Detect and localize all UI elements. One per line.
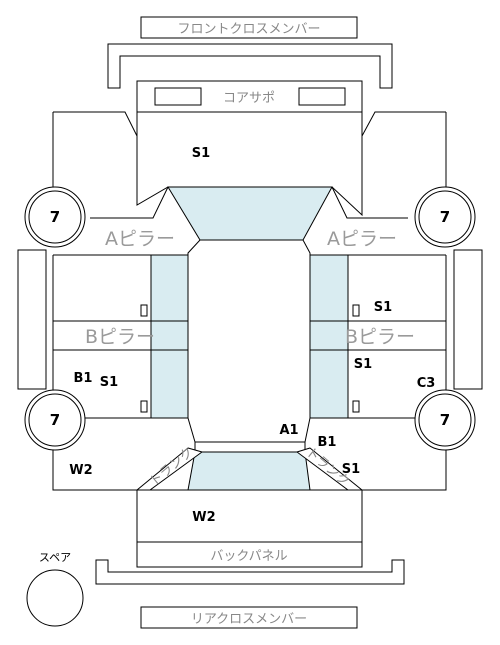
right-rear-window [309,349,349,419]
code-s1-right-front: S1 [374,300,392,315]
left-rear-window [150,349,189,419]
wheel-rear-right: 7 [414,389,476,451]
front-cross-member: フロントクロスメンバー [140,16,358,39]
code-a1: A1 [279,423,298,438]
door-handle-lf [140,304,148,317]
code-w2-left: W2 [69,463,92,478]
wheel-front-right-value: 7 [440,208,450,226]
code-b1-left: B1 [74,371,93,386]
wheel-front-right: 7 [414,186,476,248]
left-side-sill [17,249,47,390]
left-front-window [150,254,189,322]
code-s1-left-rear: S1 [100,375,118,390]
wheel-rear-right-value: 7 [440,411,450,429]
door-handle-lr [140,400,148,413]
code-s1-hood: S1 [192,146,210,161]
front-bumper [107,43,393,89]
rear-bumper [95,559,405,585]
spare-label: スペア [39,551,71,564]
a-pillar-left-label: Aピラー [105,228,175,250]
wheel-front-left-value: 7 [50,208,60,226]
rear-window [187,451,311,491]
back-panel: バックパネル [136,541,363,568]
right-front-window [309,254,349,322]
door-handle-rr [352,400,360,413]
b-pillar-right-label: Bピラー [345,326,415,348]
right-side-sill [453,249,483,390]
code-b1-right: B1 [318,435,337,450]
code-s1-right-quarter: S1 [342,462,360,477]
spare-tire: スペア [26,551,84,627]
code-s1-right-rear: S1 [354,357,372,372]
rear-cross-member-label: リアクロスメンバー [191,612,307,627]
wheel-front-left: 7 [24,186,86,248]
back-panel-label: バックパネル [210,549,287,564]
windshield [167,186,333,241]
right-headlight [298,87,346,106]
rear-cross-member: リアクロスメンバー [140,606,358,629]
a-pillar-right-label: Aピラー [327,228,397,250]
core-support-label: コアサポ [223,91,275,106]
code-c3-right: C3 [417,376,436,391]
wheel-rear-left-value: 7 [50,411,60,429]
left-headlight [154,87,202,106]
b-pillar-left-label: Bピラー [85,326,155,348]
front-cross-member-label: フロントクロスメンバー [177,22,320,37]
trunk-lid [136,489,363,543]
door-handle-rf [352,304,360,317]
wheel-rear-left: 7 [24,389,86,451]
code-w2-trunk: W2 [192,510,215,525]
hood-panel: コアサポ [136,80,363,217]
